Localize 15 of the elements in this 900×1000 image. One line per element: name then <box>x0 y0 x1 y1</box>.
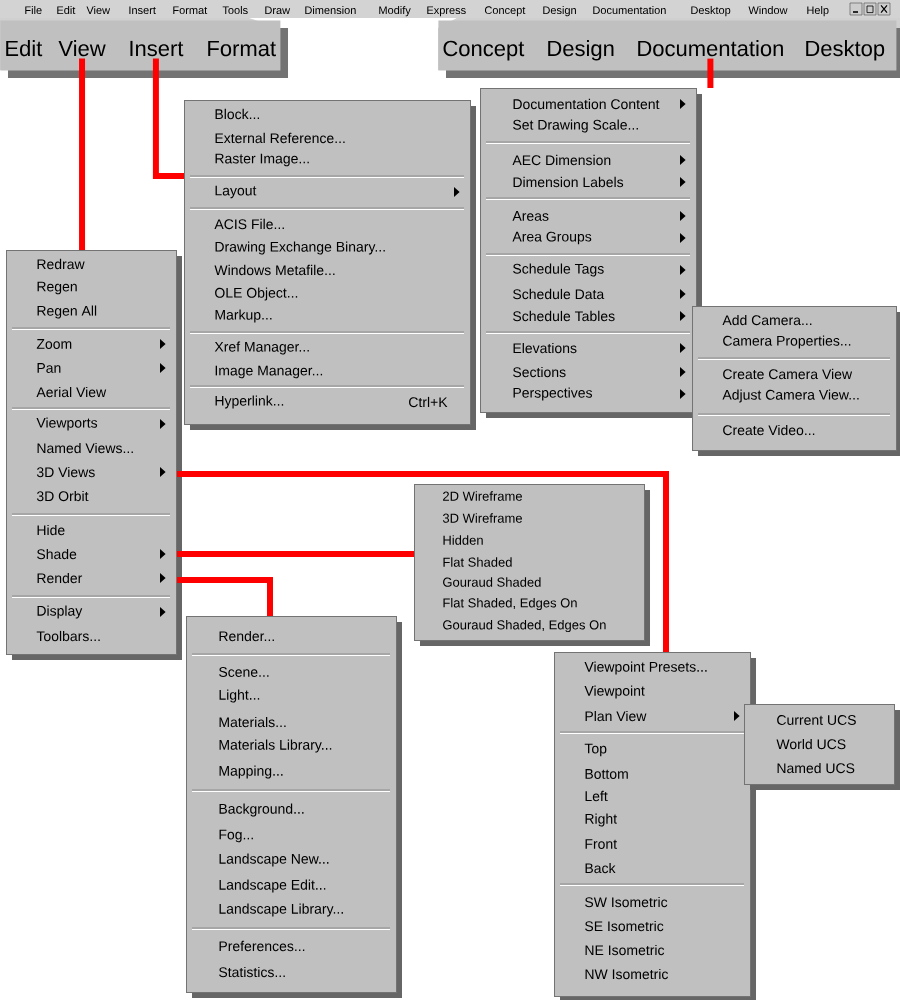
menu-label: Insert <box>130 40 184 57</box>
menu-label: Edit <box>6 40 43 57</box>
connector-line <box>79 58 86 250</box>
menu-label: View <box>58 40 106 57</box>
connector-line <box>152 58 184 179</box>
menu-label: Format <box>208 40 276 57</box>
connector-line <box>177 577 273 616</box>
menu-label: Documentation <box>638 40 783 57</box>
menu-label: Desktop <box>806 40 885 61</box>
connector-line <box>707 58 714 88</box>
menu-bar <box>438 20 900 78</box>
menu-label: Concept <box>443 40 525 61</box>
menu-label: Design <box>548 40 614 61</box>
connector-line <box>177 551 414 557</box>
menu-bar <box>0 20 288 78</box>
